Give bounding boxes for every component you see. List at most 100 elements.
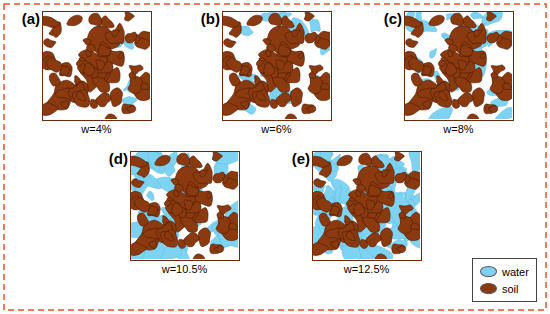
- soil-particle: [259, 57, 266, 61]
- water-content-caption: w=4%: [81, 123, 111, 135]
- soil-particle: [460, 45, 472, 56]
- water-film: [471, 12, 484, 19]
- soil-particle: [61, 100, 69, 109]
- soil-particle: [134, 197, 150, 212]
- water-content-caption: w=12.5%: [344, 263, 390, 275]
- legend-text: soil: [502, 283, 519, 295]
- soil-particle: [434, 90, 452, 108]
- soil-particle: [472, 88, 484, 107]
- soil-particle: [448, 50, 453, 57]
- soil-particle: [160, 230, 178, 248]
- soil-particle: [184, 233, 200, 247]
- soil-particle: [140, 83, 149, 90]
- soil-particle: [406, 39, 418, 48]
- soil-particle: [337, 155, 352, 166]
- soil-particle: [349, 197, 356, 201]
- soil-particle: [410, 223, 419, 230]
- soil-particle: [356, 190, 361, 197]
- soil-particle: [359, 153, 372, 166]
- soil-particle: [309, 65, 323, 75]
- water-film: [430, 48, 437, 58]
- soil-particle: [264, 63, 275, 77]
- soil-particle: [137, 213, 148, 226]
- soil-particle: [129, 65, 143, 75]
- soil-particle: [411, 73, 422, 86]
- soil-particle: [43, 103, 59, 116]
- soil-particle: [98, 45, 110, 56]
- soil-particle: [229, 73, 240, 86]
- soil-particle: [164, 231, 174, 240]
- soil-particle: [43, 16, 60, 27]
- soil-particle: [84, 63, 95, 77]
- soil-particle: [366, 233, 382, 247]
- soil-particle: [226, 57, 242, 72]
- soil-particle: [223, 103, 239, 116]
- soil-particle: [106, 68, 120, 83]
- soil-particle: [286, 68, 300, 83]
- soil-particle: [346, 231, 356, 240]
- soil-particle: [67, 15, 82, 26]
- legend-box: watersoil: [472, 258, 537, 302]
- soil-particle: [55, 88, 71, 100]
- soil-particle: [429, 15, 444, 26]
- soil-particle: [331, 240, 339, 249]
- soil-particle: [446, 63, 457, 77]
- soil-particle: [172, 203, 183, 217]
- panel-label: (c): [384, 10, 402, 27]
- soil-particle: [437, 76, 444, 86]
- soil-particle: [487, 32, 499, 43]
- soil-particle: [110, 88, 122, 107]
- soil-particle: [371, 156, 384, 168]
- soil-particle: [171, 178, 179, 185]
- soil-particle: [353, 178, 361, 185]
- soil-particle: [189, 156, 202, 168]
- soil-sample-panel: (c)w=8%: [404, 11, 514, 121]
- soil-particle: [149, 240, 157, 249]
- soil-particle: [458, 93, 474, 107]
- soil-particle: [241, 100, 249, 109]
- soil-particle: [313, 156, 330, 167]
- soil-particle: [252, 90, 270, 108]
- pore-water-illustration: [223, 12, 330, 119]
- soil-particle: [285, 114, 296, 119]
- soil-particle: [217, 205, 231, 215]
- soil-particle: [206, 192, 211, 199]
- soil-particle: [376, 208, 390, 223]
- soil-particle: [316, 197, 332, 212]
- soil-particle: [132, 179, 144, 188]
- legend-row: soil: [480, 280, 529, 297]
- soil-particle: [438, 91, 448, 100]
- soil-particle: [405, 103, 421, 116]
- soil-particle: [396, 246, 405, 253]
- soil-particle: [263, 38, 271, 45]
- soil-particle: [44, 39, 56, 48]
- panel-label: (e): [292, 150, 310, 167]
- soil-particle: [417, 88, 433, 100]
- pore-water-illustration: [405, 12, 512, 119]
- soil-particle: [395, 172, 407, 183]
- water-film: [147, 191, 154, 201]
- soil-particle: [46, 57, 62, 72]
- soil-particle: [451, 13, 464, 26]
- legend-swatch: [480, 283, 497, 294]
- soil-particle: [124, 12, 134, 21]
- soil-particle: [131, 243, 147, 256]
- soil-particle: [269, 13, 282, 26]
- soil-particle: [441, 57, 448, 61]
- soil-particle: [75, 76, 82, 86]
- soil-particle: [463, 16, 476, 28]
- soil-particle: [223, 16, 240, 27]
- soil-particle: [96, 60, 105, 70]
- soil-particle: [143, 228, 159, 240]
- legend-swatch: [480, 266, 497, 277]
- soil-particle: [224, 39, 236, 48]
- soil-particle: [184, 200, 193, 210]
- soil-particle: [76, 91, 86, 100]
- soil-particle: [255, 76, 262, 86]
- water-film: [335, 186, 341, 204]
- water-film: [409, 152, 420, 172]
- soil-particle: [480, 52, 485, 59]
- soil-particle: [177, 153, 190, 166]
- soil-particle: [276, 93, 292, 107]
- soil-particle: [319, 213, 330, 226]
